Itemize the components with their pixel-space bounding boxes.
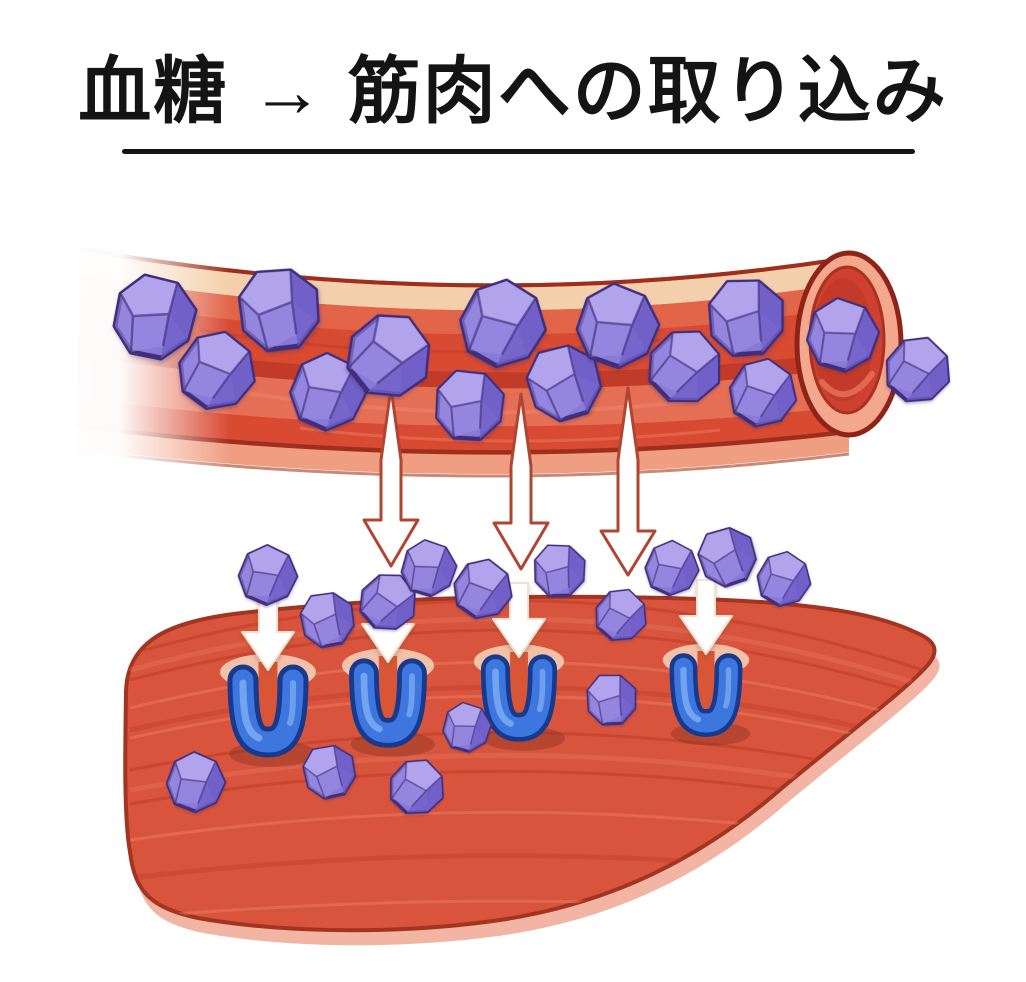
title-underline bbox=[122, 149, 915, 154]
striation-line bbox=[129, 599, 933, 675]
glut4-transporter bbox=[342, 648, 435, 756]
glucose-molecule-interstitial bbox=[641, 537, 703, 600]
down-arrow bbox=[492, 392, 550, 571]
glucose-molecule-interstitial bbox=[529, 539, 590, 601]
glucose-molecule-interstitial bbox=[400, 539, 457, 598]
glut4-transporter bbox=[220, 654, 317, 767]
glut4-transporter bbox=[663, 644, 750, 746]
down-arrow bbox=[599, 386, 657, 577]
glucose-molecule-interstitial bbox=[235, 541, 302, 609]
glucose-molecule-vessel bbox=[115, 276, 195, 358]
down-arrow bbox=[362, 386, 420, 568]
page-title: 血糖 → 筋肉への取り込み bbox=[78, 51, 948, 132]
big-arrows bbox=[362, 386, 657, 577]
